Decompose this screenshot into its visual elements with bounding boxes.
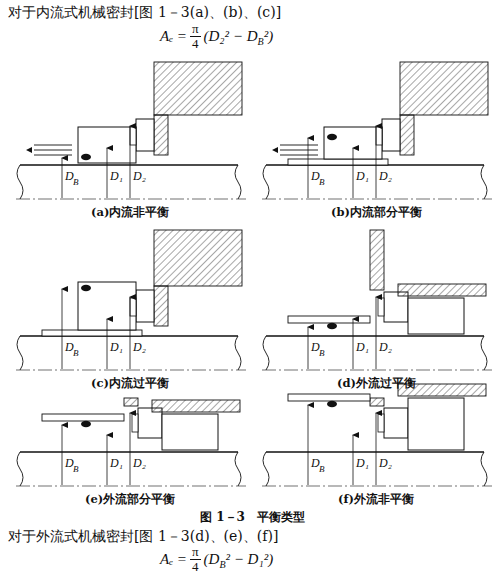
fraction: π4 (190, 545, 201, 573)
fraction: π4 (190, 22, 201, 50)
formula-term: Aₑ = (160, 551, 187, 568)
panel-caption: (e)外流部分平衡 (85, 493, 175, 506)
formula: Aₑ =π4(D₂² − DB²) (160, 22, 273, 50)
formula-term: ² − D₁²) (225, 551, 273, 568)
diameter-label: D₂ (133, 341, 146, 355)
diameter-label: D₂ (133, 170, 146, 184)
formula-term: Aₑ = (160, 28, 187, 45)
diameter-label: D (65, 170, 74, 184)
diameter-subscript: B (319, 464, 325, 474)
diameter-label: D₂ (379, 457, 392, 471)
diameter-subscript: B (319, 177, 325, 187)
panel-caption: (b)内流部分平衡 (331, 206, 422, 219)
formula-term: (D (204, 551, 220, 568)
panel-caption: (d)外流过平衡 (337, 377, 416, 390)
diameter-subscript: B (73, 464, 79, 474)
fraction-numerator: π (190, 545, 201, 560)
diameter-label: D₁ (110, 341, 123, 355)
fraction-denominator: 4 (190, 37, 201, 51)
formula: Aₑ =π4(DB² − D₁²) (160, 545, 273, 573)
diameter-label: D (65, 457, 74, 471)
panel-caption: (f)外流非平衡 (338, 493, 414, 506)
diameter-label: D (311, 170, 320, 184)
fraction-denominator: 4 (190, 560, 201, 574)
panel-caption: (a)内流非平衡 (91, 206, 169, 219)
panel-caption: (c)内流过平衡 (91, 377, 169, 390)
formula-term: ²) (264, 28, 274, 45)
diameter-label: D₁ (356, 341, 369, 355)
diameter-label: D₁ (110, 457, 123, 471)
diameter-label: D₁ (356, 457, 369, 471)
diameter-subscript: B (73, 177, 79, 187)
diameter-label: D (311, 341, 320, 355)
diameter-subscript: B (73, 348, 79, 358)
diameter-label: D₁ (110, 170, 123, 184)
subscript: B (219, 559, 225, 570)
diameter-subscript: B (319, 348, 325, 358)
diameter-label: D₂ (379, 341, 392, 355)
diameter-label: D (311, 457, 320, 471)
fraction-numerator: π (190, 22, 201, 37)
figure-caption: 图 1－3 平衡类型 (200, 511, 305, 525)
subscript: B (258, 36, 264, 47)
formula-term: (D₂² − D (204, 28, 258, 45)
diameter-label: D₁ (356, 170, 369, 184)
diameter-label: D₂ (379, 170, 392, 184)
diameter-label: D₂ (133, 457, 146, 471)
diameter-label: D (65, 341, 74, 355)
intro-text: 对于外流式机械密封[图 1－3(d)、(e)、(f)] (8, 528, 278, 544)
intro-text: 对于内流式机械密封[图 1－3(a)、(b)、(c)] (8, 4, 281, 20)
